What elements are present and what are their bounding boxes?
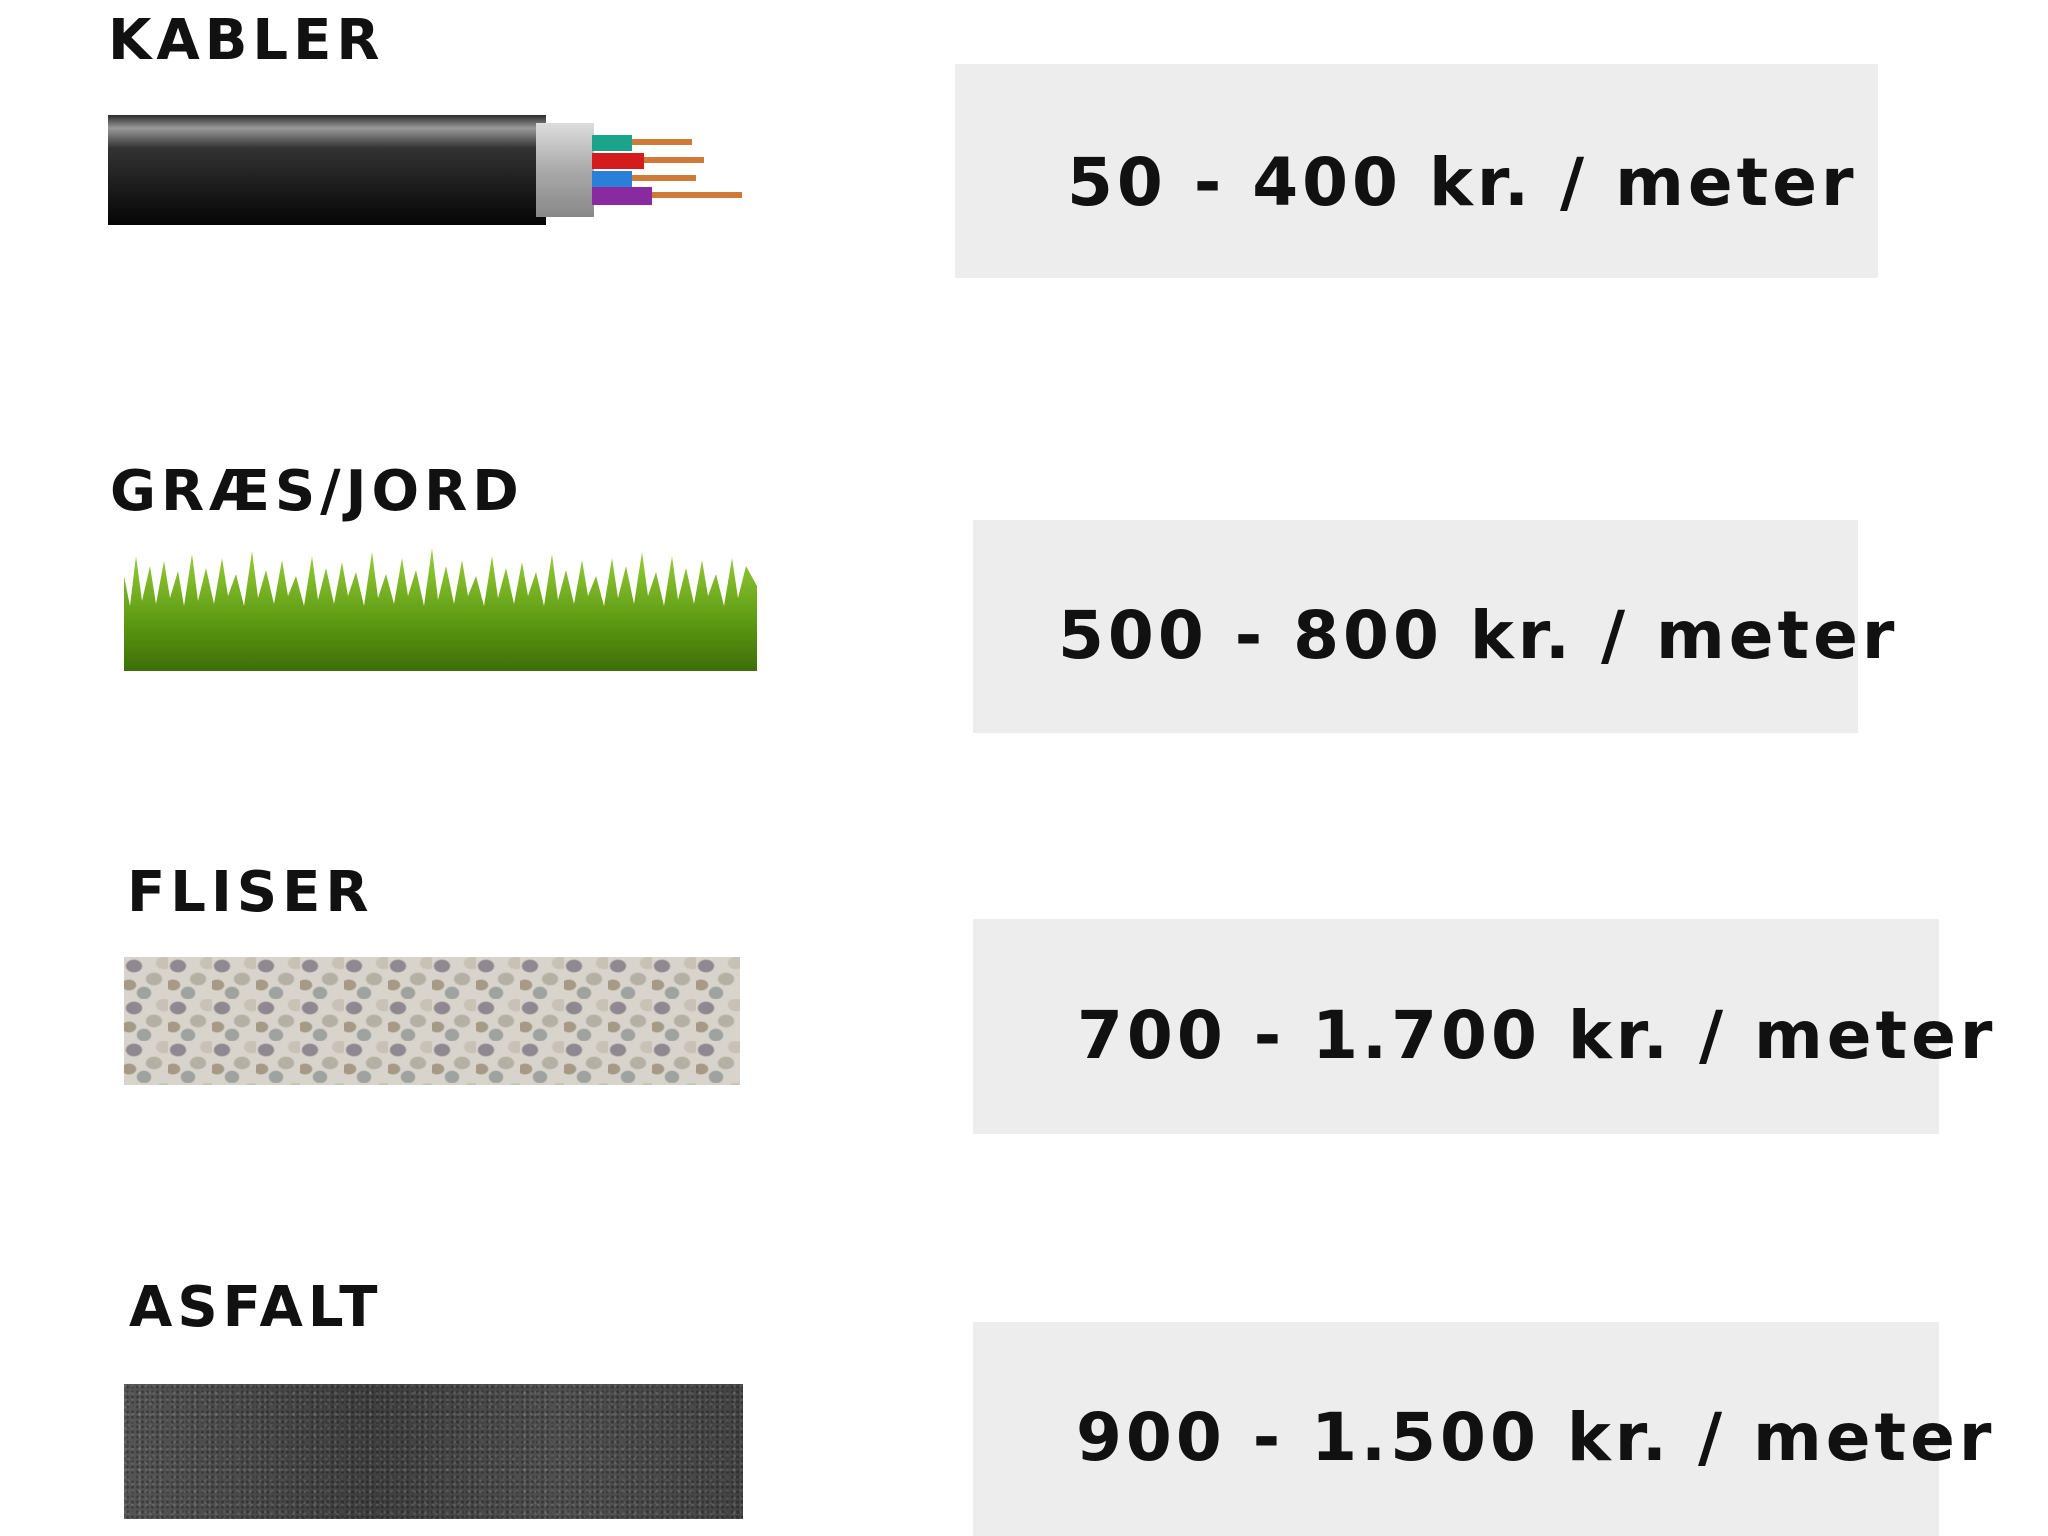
price-fliser: 700 - 1.700 kr. / meter — [1077, 997, 1997, 1074]
price-box-asfalt — [973, 1322, 1939, 1536]
label-fliser: FLISER — [127, 860, 374, 925]
price-asfalt: 900 - 1.500 kr. / meter — [1076, 1399, 1996, 1476]
label-asfalt: ASFALT — [129, 1275, 383, 1340]
label-kabler: KABLER — [108, 8, 385, 73]
price-kabler: 50 - 400 kr. / meter — [1067, 144, 1858, 221]
cable-image — [108, 115, 742, 225]
grass-image — [124, 548, 757, 671]
label-graes-jord: GRÆS/JORD — [110, 459, 524, 524]
price-box-fliser — [973, 919, 1939, 1134]
paving-stones-image — [124, 957, 740, 1085]
price-box-graes-jord — [973, 520, 1858, 733]
price-graes-jord: 500 - 800 kr. / meter — [1058, 597, 1899, 674]
price-box-kabler — [955, 64, 1878, 278]
asphalt-image — [124, 1384, 743, 1519]
